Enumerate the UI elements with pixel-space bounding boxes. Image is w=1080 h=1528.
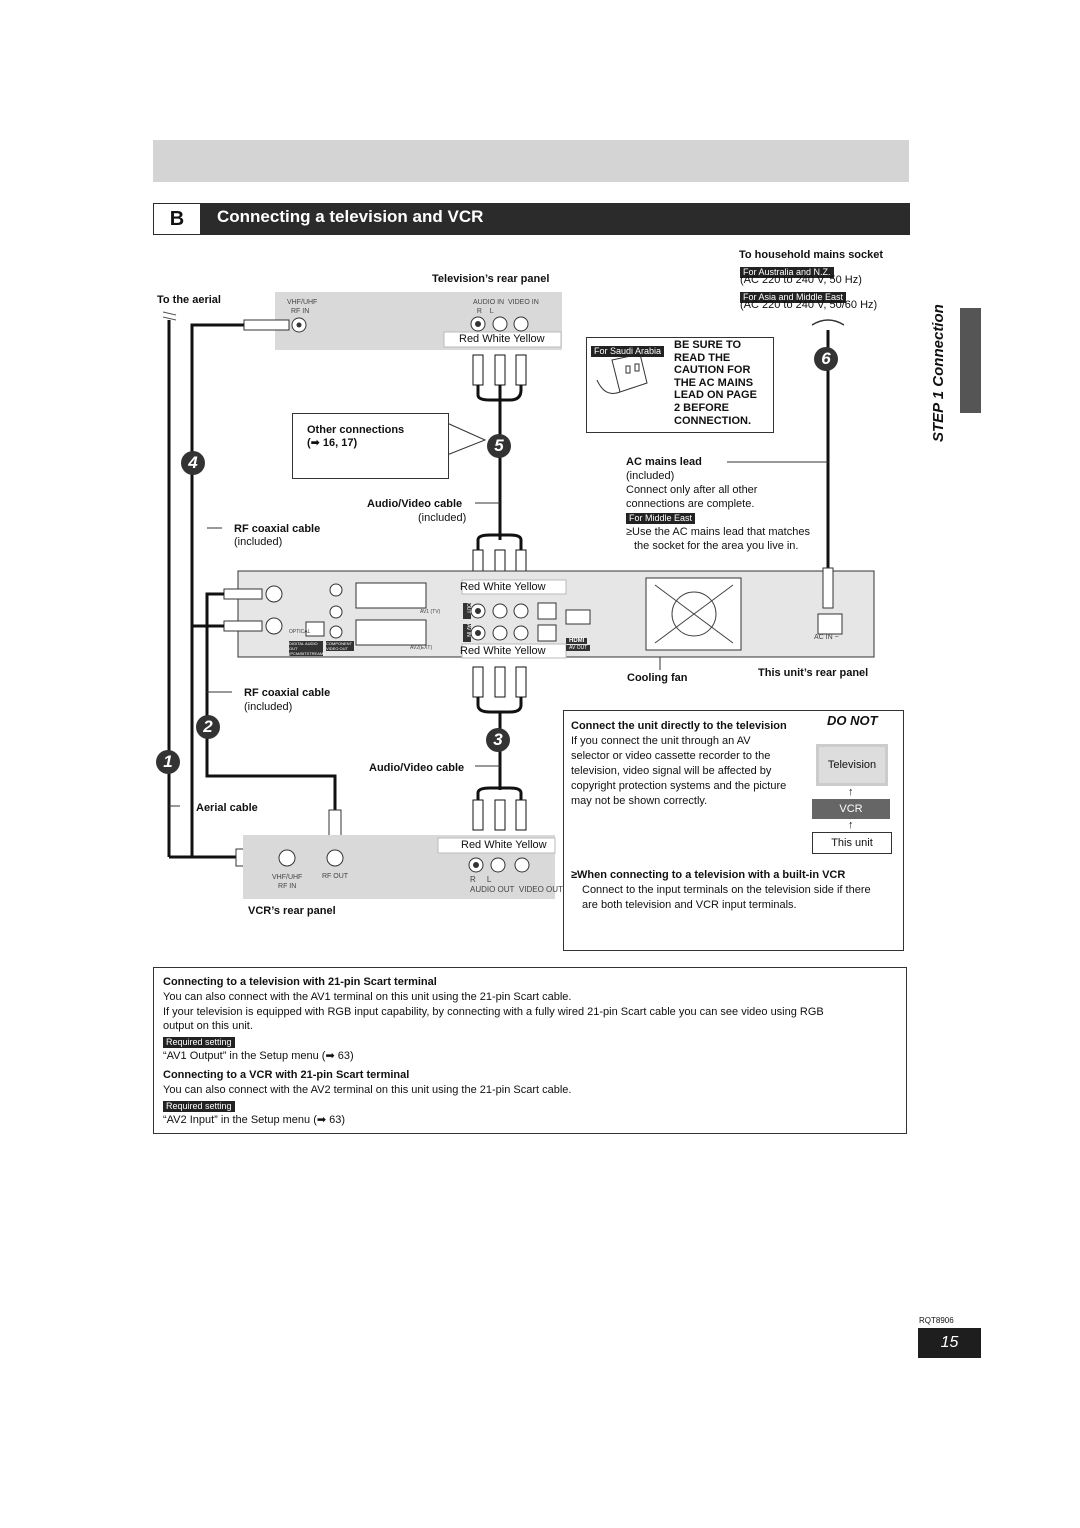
step-5-marker: 5 — [487, 434, 511, 458]
spec-australia: (AC 220 to 240 V, 50 Hz) — [740, 274, 862, 286]
vcr-jack-colors: Red White Yellow — [461, 839, 547, 851]
other-connections-title: Other connections — [307, 424, 405, 436]
av-cable-top-included: (included) — [418, 512, 467, 524]
out-label: OUT — [463, 603, 471, 619]
diagram-this-unit: This unit — [812, 832, 892, 854]
arrow-up-icon: ↑ — [848, 786, 854, 798]
ac-in-label: AC IN ~ — [814, 634, 839, 641]
do-not-box — [563, 710, 904, 951]
ac-lead-info: AC mains lead (included) Connect only af… — [626, 456, 810, 552]
hdmi-port — [565, 609, 591, 625]
mains-title: To household mains socket — [739, 249, 884, 261]
av-cable-top-title: Audio/Video cable — [367, 498, 463, 510]
rf-cable-bottom-included: (included) — [244, 701, 293, 713]
rf-cable-top-included: (included) — [234, 536, 283, 548]
in-label: AV IN — [463, 624, 471, 642]
spec-asia: (AC 220 to 240 V, 50/60 Hz) — [740, 299, 878, 311]
av2-setting: “AV2 Input” in the Setup menu (➡ 63) — [163, 1114, 346, 1126]
optical-label: OPTICAL — [289, 629, 311, 635]
do-not-badge: DO NOT — [827, 713, 878, 728]
scart-tv-line-1: You can also connect with the AV1 termin… — [163, 991, 572, 1003]
tv-panel-title: Television’s rear panel — [432, 273, 550, 285]
tv-video-jack — [513, 316, 529, 332]
rf-cable-bottom-title: RF coaxial cable — [244, 687, 331, 699]
av-out-label: AV OUT — [566, 645, 591, 651]
diagram-vcr: VCR — [812, 799, 890, 819]
vcr-panel-title: VCR’s rear panel — [248, 905, 336, 917]
caution-box — [586, 337, 774, 433]
step-4-marker: 4 — [181, 451, 205, 475]
av-plugs-tv — [472, 354, 527, 386]
saudi-tag: For Saudi Arabia — [591, 341, 665, 359]
av-cable-bottom-title: Audio/Video cable — [369, 762, 465, 774]
scart-notes-box — [153, 967, 907, 1134]
diagram-television: Television — [816, 744, 888, 786]
scart-tv-title: Connecting to a television with 21-pin S… — [163, 976, 437, 988]
side-tab — [960, 308, 981, 413]
tv-av-label: AUDIO IN VIDEO IN R L — [473, 299, 539, 315]
step-1-marker: 1 — [156, 750, 180, 774]
section-title: Connecting a television and VCR — [217, 207, 484, 226]
vcr-builtin-heading: ≥When connecting to a television with a … — [571, 869, 846, 881]
digital-out-label: DIGITAL AUDIO OUT (PCM/BITSTREAM) — [289, 641, 325, 656]
cooling-fan-label: Cooling fan — [627, 672, 688, 684]
unit-jack-colors-top: Red White Yellow — [460, 581, 546, 593]
tag-asia: For Asia and Middle East — [740, 287, 847, 305]
scart-vcr-line-1: You can also connect with the AV2 termin… — [163, 1084, 572, 1096]
unit-rf-out-jack — [265, 617, 283, 635]
aerial-plug-tv — [243, 319, 290, 331]
unit-jack-colors-bottom: Red White Yellow — [460, 645, 546, 657]
scart-vcr-title: Connecting to a VCR with 21-pin Scart te… — [163, 1069, 410, 1081]
vcr-builtin-text: Connect to the input terminals on the te… — [582, 884, 871, 911]
av1-tv-label: AV1 (TV) — [420, 609, 441, 615]
aerial-label: To the aerial — [157, 294, 221, 306]
unit-panel-title: This unit’s rear panel — [758, 667, 869, 679]
arrow-up-icon-2: ↑ — [848, 819, 854, 831]
do-not-heading: Connect the unit directly to the televis… — [571, 720, 787, 732]
required-setting-tag-2: Required setting — [163, 1099, 235, 1113]
av1-scart — [355, 582, 427, 609]
ac-in-socket — [817, 613, 843, 635]
av2-scart — [355, 619, 427, 646]
other-connections-ref: (➡ 16, 17) — [307, 437, 358, 449]
required-setting-tag: Required setting — [163, 1035, 235, 1049]
tv-jack-colors: Red White Yellow — [459, 333, 545, 345]
scart-tv-line-2: If your television is equipped with RGB … — [163, 1006, 824, 1018]
section-letter: B — [153, 203, 201, 235]
scart-tv-line-3: output on this unit. — [163, 1020, 253, 1032]
connection-diagram — [162, 292, 875, 899]
step-6-marker: 6 — [814, 347, 838, 371]
aerial-cable-label: Aerial cable — [196, 802, 258, 814]
tv-audio-l-jack — [492, 316, 508, 332]
optical-out — [305, 621, 325, 637]
header-band — [153, 140, 909, 182]
av2-ext-label: AV2(EXT) — [410, 645, 433, 651]
page-number: 15 — [918, 1328, 981, 1358]
rf-cable-top-title: RF coaxial cable — [234, 523, 321, 535]
hdmi-label: HDMI — [566, 638, 588, 644]
tag-australia: For Australia and N.Z. — [740, 262, 834, 280]
vcr-rf-out-label: RF OUT — [322, 873, 349, 880]
document-code: RQT8906 — [919, 1316, 954, 1325]
unit-rf-in-jack — [265, 585, 283, 603]
av1-setting: “AV1 Output” in the Setup menu (➡ 63) — [163, 1050, 354, 1062]
other-connections-box — [292, 413, 449, 479]
step-2-marker: 2 — [196, 715, 220, 739]
section-header-bar — [153, 203, 910, 235]
unit-av-jacks — [470, 602, 557, 642]
component-out-label: COMPONENT VIDEO OUT — [326, 641, 354, 651]
step-3-marker: 3 — [486, 728, 510, 752]
